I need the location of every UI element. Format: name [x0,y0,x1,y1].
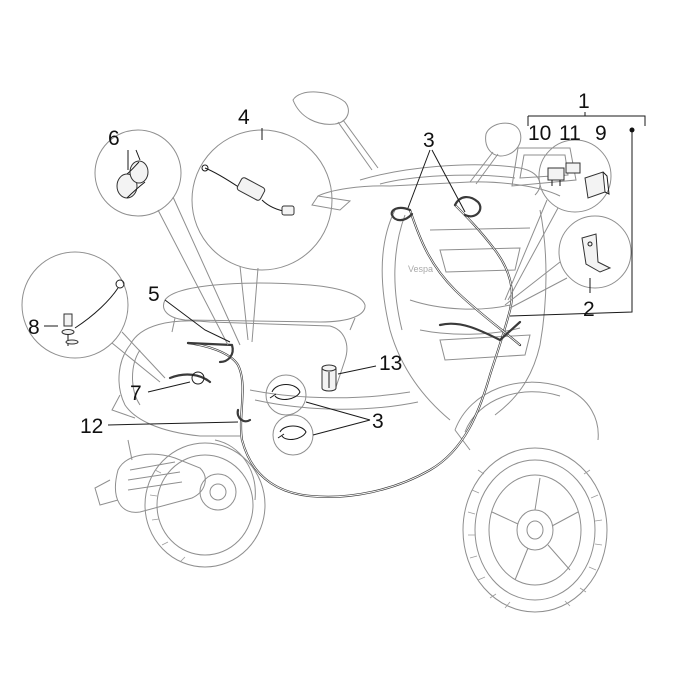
part-13-sleeve [321,364,337,392]
connector-7 [191,371,205,385]
seat [163,282,366,333]
left-mirror [292,91,379,171]
ground-cable-part [61,279,125,346]
callout-3-lower: 3 [372,410,384,433]
callout-13: 13 [379,352,402,375]
wiring-harness [168,196,522,498]
control-module-part [584,171,610,199]
detail-bubble-battery-cable [191,129,333,343]
scooter-outline: Vespa [94,91,608,613]
callout-10: 10 [528,122,551,145]
callout-3-upper: 3 [423,129,435,152]
callout-9: 9 [595,122,607,145]
callout-4: 4 [238,106,250,129]
handlebar [311,147,577,211]
callout-5: 5 [148,283,160,306]
battery-cable-part [201,164,295,216]
leg-shield: Vespa [381,209,547,421]
rear-body [111,320,348,437]
leader-lines [44,112,646,436]
right-mirror [469,122,522,185]
leader-dot [629,127,635,133]
exhaust-muffler [94,439,256,513]
detail-bubble-bracket [504,215,632,309]
detail-bubble-grommet [94,129,241,346]
detail-bubble-fuse-module [504,139,612,301]
callout-11: 11 [559,122,581,145]
callout-8: 8 [28,316,40,339]
vespa-badge: Vespa [408,264,433,274]
detail-bubble-clip-upper [265,374,307,416]
callout-2: 2 [583,298,595,321]
callout-labels: 1 2 3 3 4 5 6 7 8 9 10 11 12 13 [28,90,607,438]
callout-7: 7 [130,382,142,405]
front-wheel [462,447,608,613]
fuse-part [547,162,581,186]
grommet-part [116,160,149,199]
floorboard [249,389,419,410]
rear-wheel [144,442,266,568]
callout-6: 6 [108,127,120,150]
callout-12: 12 [80,415,103,438]
callout-1: 1 [578,90,590,113]
bracket-part [581,233,612,273]
detail-bubble-ground-cable [21,251,166,383]
detail-bubble-clip-lower [272,414,314,456]
